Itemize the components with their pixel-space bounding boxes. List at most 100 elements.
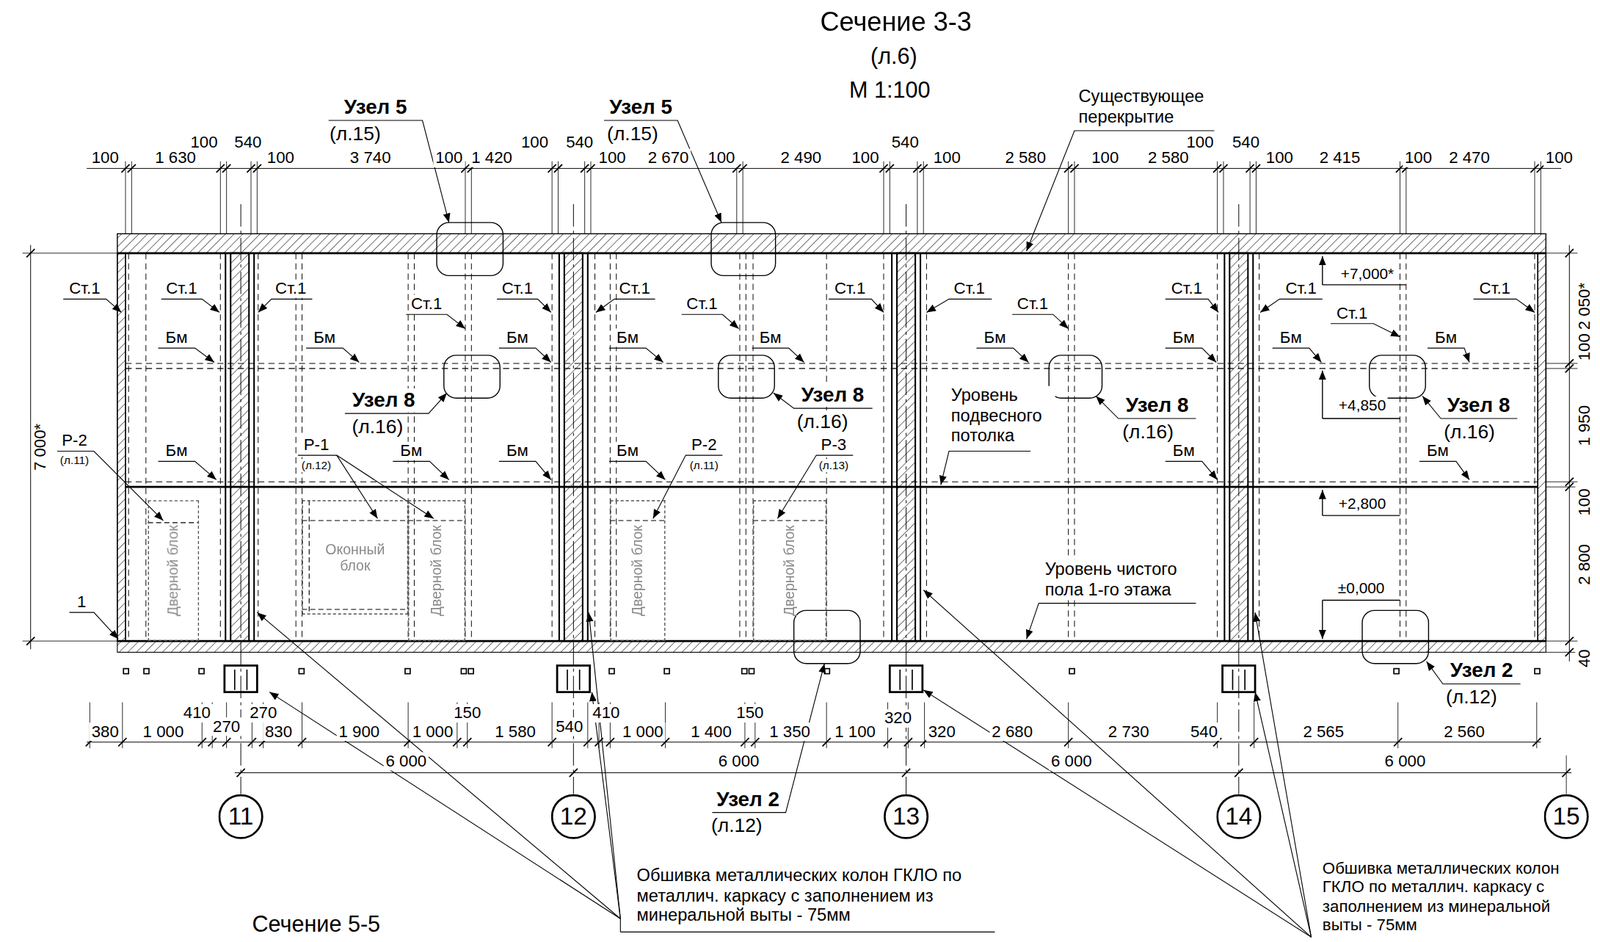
element-tag: Р-3 xyxy=(819,435,849,455)
door-block: Дверной блок xyxy=(609,499,665,641)
dimension-value: 410 xyxy=(181,703,213,723)
axis-marker: 15 xyxy=(1544,794,1589,839)
detail-reference: (л.16) xyxy=(1441,420,1497,443)
axis-marker: 12 xyxy=(551,794,596,839)
elevation-mark: +7,000* xyxy=(1338,264,1396,283)
element-tag: Бм xyxy=(614,328,640,348)
callout-number: 1 xyxy=(74,592,89,612)
element-tag: Ст.1 xyxy=(408,295,445,315)
door-block: Дверной блок xyxy=(753,499,827,641)
element-tag: Ст.1 xyxy=(1334,303,1370,323)
dimension-value: 2 680 xyxy=(990,722,1035,742)
detail-reference: (л.15) xyxy=(327,122,383,145)
dimension-value: 540 xyxy=(1230,133,1262,153)
dimension-value: 2 050* xyxy=(1575,280,1595,332)
detail-reference: Узел 8 xyxy=(799,383,867,407)
element-tag: Ст.1 xyxy=(164,279,200,299)
dimension-value: 1 950 xyxy=(1575,402,1595,448)
dimension-value: 100 xyxy=(931,148,963,169)
detail-reference: (л.12) xyxy=(708,814,765,837)
dimension-value: 100 xyxy=(596,148,629,169)
dimension-value: 100 xyxy=(706,148,738,169)
axis-marker: 11 xyxy=(218,794,264,839)
element-tag: Бм xyxy=(1432,328,1459,348)
element-tag: Бм xyxy=(163,441,190,461)
dimension-value: 320 xyxy=(926,722,958,742)
dimension-value: 100 xyxy=(1089,148,1121,169)
dimension-value: 150 xyxy=(451,703,483,723)
element-tag: Бм xyxy=(982,328,1008,348)
detail-reference: (л.12) xyxy=(1443,685,1499,708)
door-block: Дверной блок xyxy=(148,499,200,641)
axis-number: 14 xyxy=(1224,802,1253,831)
dimension-value: 540 xyxy=(1188,722,1220,742)
block-label: Дверной блок xyxy=(165,524,182,616)
axis-number: 12 xyxy=(560,802,588,831)
dimension-value: 2 800 xyxy=(1575,541,1595,587)
element-tag: Бм xyxy=(311,328,337,348)
block-label: Дверной блок xyxy=(428,524,445,616)
dimension-value: 1 580 xyxy=(492,722,538,742)
block-label: Дверной блок xyxy=(629,524,646,616)
detail-reference: Узел 8 xyxy=(1445,393,1512,417)
dimension-value: 2 490 xyxy=(778,148,824,169)
drawing-title: Сечение 3-3 xyxy=(818,7,974,39)
dimension-value: 1 900 xyxy=(336,722,382,742)
element-tag: Ст.1 xyxy=(832,279,868,299)
dimension-value: 6 000 xyxy=(716,751,762,771)
note-text: Обшивка металлических колон ГКЛО по мета… xyxy=(1320,859,1592,935)
block-label: Оконный блок xyxy=(318,540,392,574)
dimension-value: 540 xyxy=(231,133,264,153)
dimension-value: 1 400 xyxy=(688,722,734,742)
dimension-value: 3 740 xyxy=(347,148,393,169)
element-tag: Бм xyxy=(163,328,190,348)
dimension-value: 2 415 xyxy=(1317,148,1363,169)
dimension-value: 100 xyxy=(433,148,465,169)
dimension-value: 40 xyxy=(1575,647,1595,670)
note-text: Обшивка металлических колон ГКЛО по мета… xyxy=(634,865,1007,926)
block-label: Дверной блок xyxy=(781,524,798,616)
dimension-value: 7 000* xyxy=(31,421,51,473)
element-tag: Ст.1 xyxy=(499,279,536,299)
element-tag: Р-1 xyxy=(301,435,332,455)
dimension-value: 6 000 xyxy=(1048,751,1094,771)
detail-reference: (л.16) xyxy=(794,410,850,433)
element-tag: (л.13) xyxy=(816,458,851,472)
dimension-value: 100 xyxy=(264,148,297,169)
leader-note: Уровень чистого пола 1-го этажа xyxy=(1042,559,1211,599)
element-tag: Ст.1 xyxy=(273,279,309,299)
axis-number: 15 xyxy=(1553,802,1581,831)
elevation-mark: +2,800 xyxy=(1336,493,1388,512)
element-tag: Ст.1 xyxy=(1477,279,1513,299)
dimension-value: 410 xyxy=(590,703,622,723)
dimension-value: 540 xyxy=(889,133,922,153)
detail-reference: Узел 5 xyxy=(342,95,409,119)
element-tag: Бм xyxy=(1424,441,1451,461)
detail-reference: (л.16) xyxy=(350,415,406,438)
dimension-value: 100 xyxy=(1263,148,1296,169)
dimension-value: 2 565 xyxy=(1301,722,1347,742)
dimension-value: 2 580 xyxy=(1003,148,1049,169)
dimension-value: 270 xyxy=(247,703,279,723)
dimension-value: 100 xyxy=(89,148,122,169)
dimension-value: 100 xyxy=(518,133,551,153)
detail-reference: Узел 2 xyxy=(714,787,781,812)
dimension-value: 100 xyxy=(1575,331,1595,363)
dimension-value: 100 xyxy=(1575,486,1595,519)
dimension-value: 100 xyxy=(849,148,882,169)
dimension-value: 2 730 xyxy=(1106,722,1151,742)
dimension-value: 100 xyxy=(188,133,221,153)
detail-reference: Узел 2 xyxy=(1448,658,1515,682)
element-tag: Р-2 xyxy=(689,435,719,455)
element-tag: Ст.1 xyxy=(1015,295,1051,315)
dimension-value: 100 xyxy=(1543,148,1576,169)
dimension-value: 1 000 xyxy=(620,722,665,742)
element-tag: Ст.1 xyxy=(66,279,103,299)
element-tag: Ст.1 xyxy=(617,279,653,299)
section-title: Сечение 5-5 xyxy=(250,911,383,938)
detail-reference: Узел 5 xyxy=(606,95,674,119)
element-tag: Ст.1 xyxy=(684,295,720,315)
axis-marker: 14 xyxy=(1216,794,1261,839)
dimension-value: 100 xyxy=(1184,133,1217,153)
